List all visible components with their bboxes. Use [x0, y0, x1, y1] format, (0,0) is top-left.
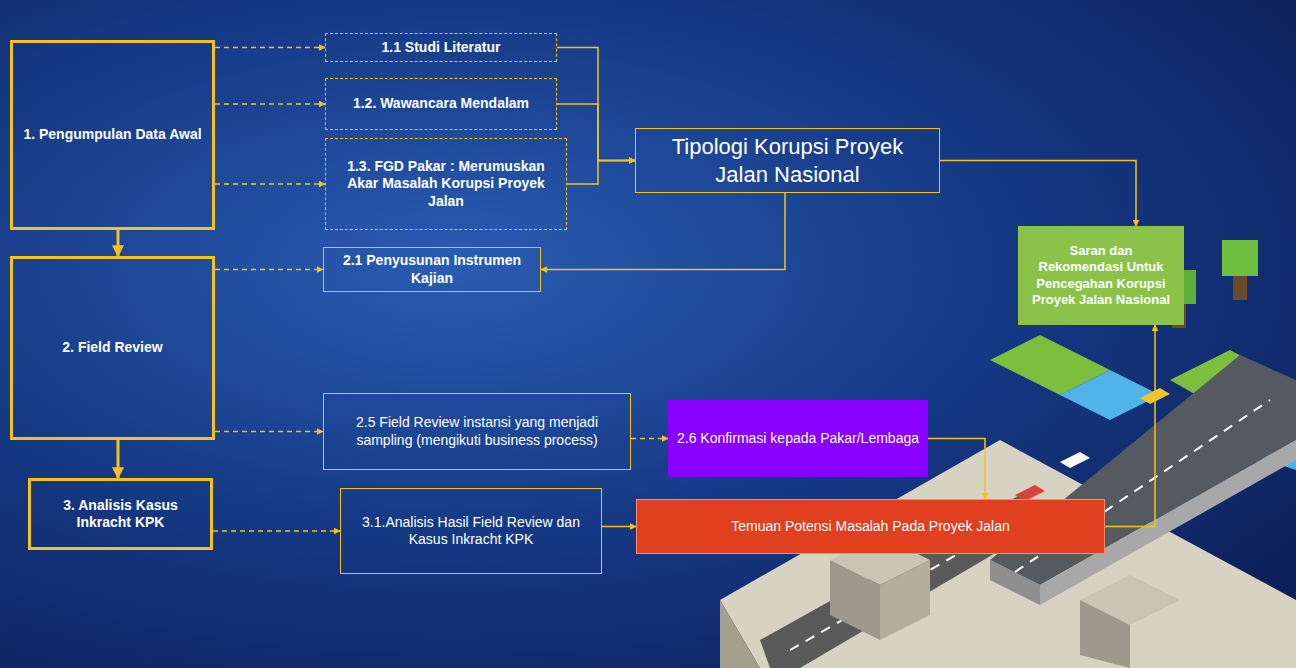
connector — [215, 47, 325, 49]
connector — [117, 440, 120, 478]
phase-box: 1. Pengumpulan Data Awal — [10, 40, 215, 230]
node-label: Temuan Potensi Masalah Pada Proyek Jalan — [731, 518, 1010, 536]
connector — [557, 48, 635, 161]
phase-box: 2. Field Review — [10, 256, 215, 440]
car — [1060, 452, 1090, 468]
tree — [1222, 240, 1258, 276]
connector — [215, 269, 323, 271]
connector — [567, 161, 635, 185]
building — [830, 560, 880, 640]
building — [1080, 600, 1130, 668]
connector — [215, 431, 323, 433]
bridge-side — [990, 560, 1040, 605]
step-box: 3.1.Analisis Hasil Field Review dan Kasu… — [340, 488, 602, 574]
connector — [213, 530, 340, 532]
platform-side — [720, 600, 760, 668]
node-label: 2. Field Review — [62, 339, 162, 357]
node-label: 2.5 Field Review instansi yang menjadi s… — [332, 414, 622, 449]
connector — [215, 183, 325, 185]
node-label: 1.3. FGD Pakar : Merumuskan Akar Masalah… — [334, 158, 558, 211]
connector — [215, 103, 325, 105]
confirmation-box: 2.6 Konfirmasi kepada Pakar/Lembaga — [668, 400, 928, 477]
node-label: 1.1 Studi Literatur — [381, 39, 500, 57]
phase-box: 3. Analisis Kasus Inkracht KPK — [28, 478, 213, 550]
step-box: 1.2. Wawancara Mendalam — [325, 78, 557, 130]
connector — [1105, 325, 1155, 527]
node-label: 2.1 Penyusunan Instrumen Kajian — [332, 252, 532, 287]
finding-box: Temuan Potensi Masalah Pada Proyek Jalan — [636, 499, 1105, 554]
result-box: Tipologi Korupsi Proyek Jalan Nasional — [635, 128, 940, 193]
connector — [631, 438, 668, 440]
node-label: 3. Analisis Kasus Inkracht KPK — [39, 497, 202, 532]
step-box: 2.1 Penyusunan Instrumen Kajian — [323, 247, 541, 292]
connector — [602, 526, 636, 528]
connector — [940, 161, 1136, 227]
step-box: 2.5 Field Review instansi yang menjadi s… — [323, 393, 631, 470]
node-label: 1.2. Wawancara Mendalam — [353, 95, 529, 113]
connector — [541, 193, 785, 270]
step-box: 1.3. FGD Pakar : Merumuskan Akar Masalah… — [325, 138, 567, 230]
node-label: Tipologi Korupsi Proyek Jalan Nasional — [644, 133, 931, 188]
connector — [928, 439, 985, 500]
node-label: 2.6 Konfirmasi kepada Pakar/Lembaga — [677, 430, 919, 448]
connector — [557, 104, 635, 161]
node-label: Saran dan Rekomendasi Untuk Pencegahan K… — [1026, 243, 1176, 308]
building — [880, 560, 930, 640]
water — [1060, 370, 1160, 420]
connector — [117, 230, 120, 256]
node-label: 1. Pengumpulan Data Awal — [23, 126, 201, 144]
step-box: 1.1 Studi Literatur — [325, 33, 557, 62]
tree-trunk — [1233, 272, 1247, 300]
node-label: 3.1.Analisis Hasil Field Review dan Kasu… — [349, 514, 593, 549]
recommendation-box: Saran dan Rekomendasi Untuk Pencegahan K… — [1018, 226, 1184, 325]
